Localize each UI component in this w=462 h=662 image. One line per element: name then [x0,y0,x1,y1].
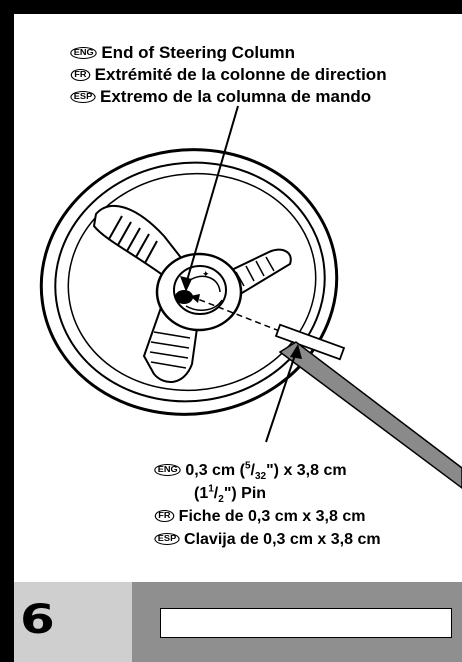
callout-leader-pin [265,351,297,443]
pin-eng-line-2: (11/2") Pin [194,483,267,506]
callout-eng-text: End of Steering Column [101,43,295,62]
svg-text:✦: ✦ [202,270,210,280]
steering-column-end [175,290,193,304]
esp-language-badge: ESP [154,533,180,545]
wheel-rim-inner [54,161,326,403]
pin-direction-arrowhead [190,294,200,303]
callout-arrow-column [185,105,239,285]
fr-language-badge: FR [154,510,174,522]
spoke-lower-ribs [149,331,191,369]
esp-language-badge: ESP [70,91,96,103]
callout-esp-text: Extremo de la columna de mando [100,87,372,106]
eng-language-badge: ENG [154,464,182,476]
callout-esp-line: ESP Extremo de la columna de mando [70,86,387,108]
steering-wheel-illustration: ✦ [39,105,462,489]
blank-label-box [160,608,452,638]
fr-language-badge: FR [70,69,90,81]
pin [274,323,346,361]
step-number: 6 [20,597,55,643]
wheel-rim-edge [67,172,317,392]
wheel-rim-outer [39,148,339,416]
step-number-box: 6 [14,582,132,662]
callout-fr-line: FR Extrémité de la colonne de direction [70,64,387,86]
spoke-grip-lines [108,215,158,264]
callout-fr-text: Extrémité de la colonne de direction [94,65,387,84]
steering-column-shaft [278,341,462,489]
footer-band: 6 [14,582,462,662]
eng-language-badge: ENG [70,47,98,59]
pin-alignment-line [189,295,283,333]
